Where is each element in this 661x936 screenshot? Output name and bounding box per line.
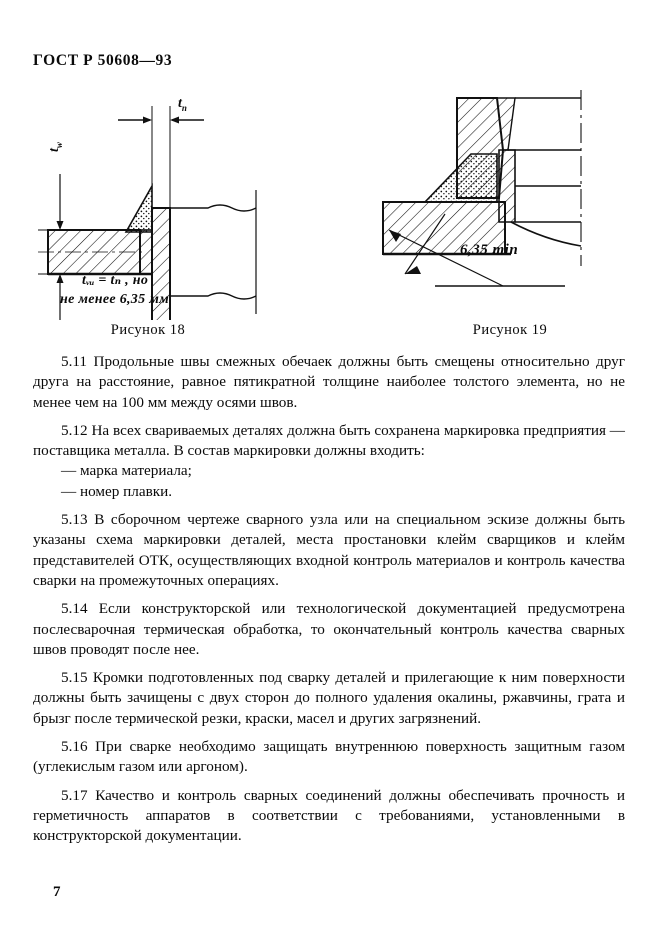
section-5-11: 5.11 Продольные швы смежных обечаек долж…: [33, 353, 625, 411]
figure-18-caption: Рисунок 18: [110, 322, 186, 338]
figure-18-dimension-tn-label: tn: [178, 96, 187, 113]
section-5-15: 5.15 Кромки подготовленных под сварку де…: [33, 669, 625, 727]
figure-19: 6,35 min Рисунок 19: [375, 90, 655, 340]
figures-region: tn tw tᵥᵤ = tₙ , но не менее 6,35 мм Рис…: [0, 90, 661, 381]
section-5-13: 5.13 В сборочном чертеже сварного узла и…: [33, 511, 625, 589]
section-5-12-bullets: — марка материала; — номер плавки.: [33, 461, 625, 502]
section-5-12: 5.12 На всех свариваемых деталях должна …: [33, 421, 625, 460]
page-number: 7: [53, 884, 61, 900]
figure-18: tn tw tᵥᵤ = tₙ , но не менее 6,35 мм Рис…: [30, 90, 320, 381]
body-text-region: 5.11 Продольные швы смежных обечаек долж…: [33, 352, 625, 855]
figure-18-drawing: [38, 106, 257, 381]
figure-19-drawing: [382, 90, 582, 287]
section-5-12-bullet-1: — марка материала;: [61, 462, 192, 480]
standard-code-header: ГОСТ Р 50608—93: [33, 52, 173, 69]
figure-18-note-line-2: не менее 6,35 мм: [60, 292, 169, 307]
section-5-16: 5.16 При сварке необходимо защищать внут…: [33, 738, 625, 776]
section-5-12-bullet-2: — номер плавки.: [61, 482, 173, 500]
figure-19-dimension-annotation: 6,35 min: [460, 242, 519, 258]
section-5-17: 5.17 Качество и контроль сварных соедине…: [33, 786, 625, 845]
figure-18-dimension-tw-label: tw: [47, 142, 64, 152]
section-5-14: 5.14 Если конструкторской или технологич…: [33, 600, 625, 658]
figure-19-caption: Рисунок 19: [472, 322, 548, 338]
figure-18-note-line-1: tᵥᵤ = tₙ , но: [82, 273, 149, 288]
